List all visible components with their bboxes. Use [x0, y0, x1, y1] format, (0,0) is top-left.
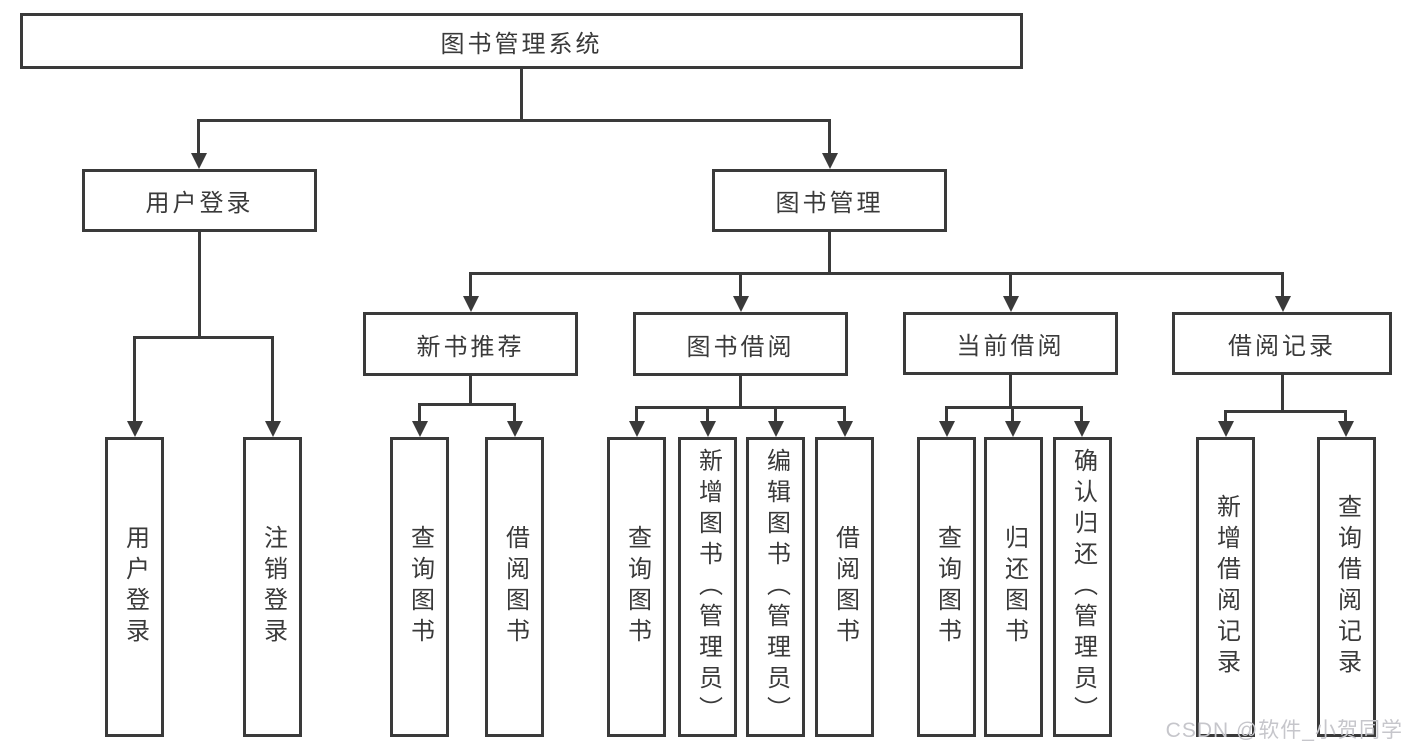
connector-book-borrow-bar [635, 406, 844, 409]
leaf-current-query-book-label: 查询图书 [933, 525, 961, 649]
connector-current-stem [1009, 375, 1012, 407]
leaf-current-confirm-return-admin: 确认归还（管理员） [1053, 437, 1112, 737]
arrow-current-confirm [1080, 406, 1083, 421]
leaf-record-query-label: 查询借阅记录 [1333, 494, 1361, 680]
arrow-borrow-query [635, 406, 638, 421]
leaf-newrec-borrow-book: 借阅图书 [485, 437, 544, 737]
arrow-to-book-borrow [739, 272, 742, 296]
arrow-to-user-login [197, 119, 200, 153]
connector-record-bar [1224, 410, 1346, 413]
arrow-borrow-borrow [843, 406, 846, 421]
node-borrow-record: 借阅记录 [1172, 312, 1392, 375]
node-book-borrow-label: 图书借阅 [686, 333, 795, 361]
arrow-to-new-book-recommend [469, 272, 472, 296]
leaf-borrow-query-book-label: 查询图书 [623, 525, 651, 649]
arrow-to-leaf-login [133, 336, 136, 421]
node-current-borrow-label: 当前借阅 [956, 333, 1065, 360]
leaf-newrec-query-book-label: 查询图书 [406, 525, 434, 649]
connector-level2-bar [469, 272, 1283, 275]
leaf-record-add: 新增借阅记录 [1196, 437, 1255, 737]
node-user-login-label: 用户登录 [145, 190, 254, 217]
node-library-system: 图书管理系统 [20, 13, 1023, 69]
node-new-book-recommend: 新书推荐 [363, 312, 578, 376]
connector-level1-bar [198, 119, 831, 122]
leaf-record-query: 查询借阅记录 [1317, 437, 1376, 737]
connector-book-mgmt-stem [828, 232, 831, 273]
leaf-user-login-label: 用户登录 [121, 525, 149, 649]
leaf-logout: 注销登录 [243, 437, 302, 737]
connector-root-stem [520, 69, 523, 120]
connector-record-stem [1281, 375, 1284, 411]
node-book-management-label: 图书管理 [775, 190, 884, 217]
node-new-book-recommend-label: 新书推荐 [416, 333, 525, 361]
leaf-borrow-borrow-book: 借阅图书 [815, 437, 874, 737]
leaf-newrec-borrow-book-label: 借阅图书 [501, 525, 529, 649]
leaf-current-query-book: 查询图书 [917, 437, 976, 737]
leaf-record-add-label: 新增借阅记录 [1212, 494, 1240, 680]
connector-user-login-stem [198, 232, 201, 336]
leaf-logout-label: 注销登录 [259, 525, 287, 649]
leaf-current-return-book-label: 归还图书 [1000, 525, 1028, 649]
node-book-management: 图书管理 [712, 169, 947, 232]
arrow-record-add [1224, 410, 1227, 421]
leaf-borrow-edit-book-admin-label: 编辑图书（管理员） [762, 447, 790, 727]
csdn-watermark: CSDN @软件_小贺同学 [1165, 719, 1403, 742]
arrow-to-book-management [828, 119, 831, 153]
arrow-new-rec-borrow [513, 403, 516, 421]
arrow-new-rec-query [418, 403, 421, 421]
arrow-borrow-add [706, 406, 709, 421]
arrow-current-query [945, 406, 948, 421]
leaf-newrec-query-book: 查询图书 [390, 437, 449, 737]
node-library-system-label: 图书管理系统 [440, 30, 603, 58]
arrow-to-leaf-logout [271, 336, 274, 421]
connector-user-login-bar [133, 336, 274, 339]
arrow-record-query [1344, 410, 1347, 421]
leaf-borrow-edit-book-admin: 编辑图书（管理员） [746, 437, 805, 737]
node-current-borrow: 当前借阅 [903, 312, 1118, 375]
leaf-borrow-query-book: 查询图书 [607, 437, 666, 737]
arrow-to-current-borrow [1009, 272, 1012, 296]
leaf-borrow-add-book-admin-label: 新增图书（管理员） [694, 447, 722, 727]
leaf-current-return-book: 归还图书 [984, 437, 1043, 737]
connector-book-borrow-stem [739, 376, 742, 407]
node-book-borrow: 图书借阅 [633, 312, 848, 376]
connector-new-rec-stem [469, 376, 472, 404]
arrow-current-return [1011, 406, 1014, 421]
leaf-user-login: 用户登录 [105, 437, 164, 737]
node-borrow-record-label: 借阅记录 [1228, 333, 1336, 360]
leaf-borrow-add-book-admin: 新增图书（管理员） [678, 437, 737, 737]
node-user-login: 用户登录 [82, 169, 317, 232]
arrow-borrow-edit [774, 406, 777, 421]
connector-new-rec-bar [418, 403, 515, 406]
leaf-current-confirm-return-admin-label: 确认归还（管理员） [1069, 447, 1097, 727]
leaf-borrow-borrow-book-label: 借阅图书 [831, 525, 859, 649]
arrow-to-borrow-record [1281, 272, 1284, 296]
